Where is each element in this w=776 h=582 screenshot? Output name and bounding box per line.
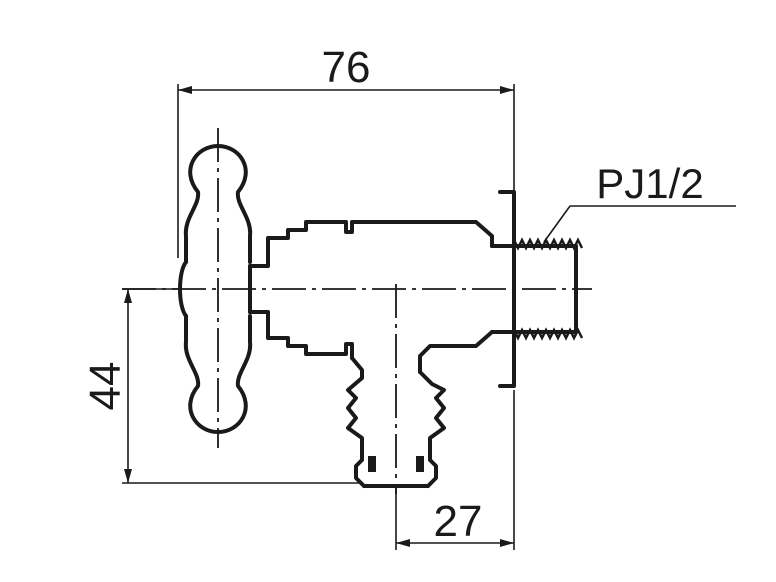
dimension-label-outlet-offset: 27 (434, 497, 483, 546)
thread-callout-label: PJ1/2 (596, 160, 703, 207)
handle-upper-lobe (183, 144, 253, 264)
handle-hub (178, 260, 188, 318)
leader-line (543, 205, 571, 243)
arrowhead-right (500, 86, 514, 94)
dimension-label-overall-width: 76 (322, 43, 371, 92)
arrowhead-top (124, 289, 132, 303)
spout-left-profile (346, 356, 366, 488)
handle (178, 144, 253, 434)
arrowhead-bottom (124, 469, 132, 483)
handle-lower-lobe (183, 314, 253, 434)
stem-lower-profile (248, 310, 354, 360)
inlet-flange (498, 190, 516, 388)
arrowhead-right (500, 539, 514, 547)
thread-marks-top (512, 237, 584, 251)
thread-callout: PJ1/2 (543, 160, 736, 243)
spout-ring-right (416, 456, 424, 472)
spout-ring-left (368, 456, 376, 472)
dimension-outlet-offset: 27 (395, 390, 515, 550)
body-lower-edge (418, 330, 494, 374)
spout (346, 356, 446, 488)
dimension-label-height: 44 (81, 362, 130, 411)
thread-marks-bottom (512, 327, 584, 341)
valve-body (418, 190, 584, 388)
arrowhead-left (396, 539, 410, 547)
dimension-height: 44 (81, 288, 360, 484)
arrowhead-left (178, 86, 192, 94)
stem-upper-profile (248, 220, 494, 268)
valve-stem (248, 220, 494, 360)
spout-right-profile (418, 370, 446, 488)
dimension-overall-width: 76 (177, 43, 515, 258)
